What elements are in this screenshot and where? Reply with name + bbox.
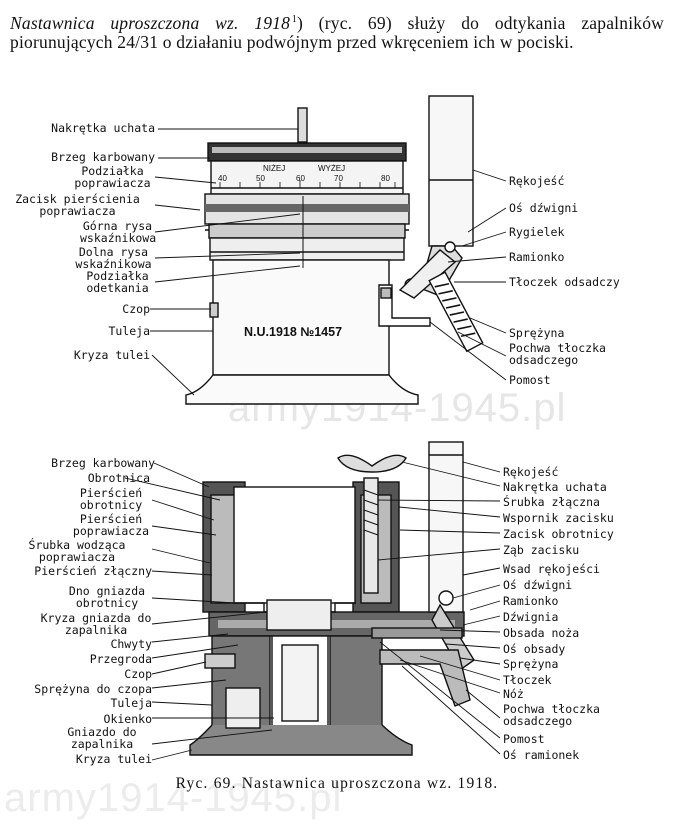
label-ramionko-2: Ramionko [503, 594, 559, 608]
label-czop-2: Czop [124, 667, 152, 681]
top-leader-lines [150, 128, 507, 396]
label-ramionko: Ramionko [509, 250, 565, 264]
label-srubka-wodzaca: Śrubka wodząca poprawiacza [28, 538, 126, 564]
scale-word-higher: WYŻEJ [318, 164, 346, 173]
label-chwyty: Chwyty [110, 637, 152, 651]
label-kryza-tulei-2: Kryza tulei [75, 752, 152, 766]
label-os-dzwigni-2: Oś dźwigni [503, 578, 573, 592]
label-zacisk-pierscienia: Zacisk pierścienia poprawiacza [15, 192, 140, 218]
label-wsad-rekojesci: Wsad rękojeści [503, 562, 600, 576]
label-srubka-zlaczna: Śrubka złączna [503, 495, 600, 509]
label-kryza-tulei: Kryza tulei [73, 348, 150, 362]
bottom-leader-lines [124, 461, 501, 761]
scale-number: 80 [381, 174, 390, 183]
scale-number: 40 [218, 174, 227, 183]
label-pochwa-tloczka: Pochwa tłoczka odsadczego [509, 341, 606, 367]
footnote-mark: 1 [291, 14, 297, 25]
intro-title: Nastawnica uproszczona wz. 1918 [10, 12, 291, 33]
label-sprezyna-2: Sprężyna [503, 657, 559, 671]
label-pierscien-poprawiacza: Pierścień poprawiacza [72, 512, 150, 538]
label-dolna-rysa: Dolna rysa wskaźnikowa [75, 245, 152, 271]
label-brzeg-karbowany-2: Brzeg karbowany [51, 456, 155, 470]
label-brzeg-karbowany: Brzeg karbowany [51, 150, 155, 164]
label-noz: Nóż [503, 687, 524, 701]
label-pomost: Pomost [509, 373, 551, 387]
label-czop: Czop [122, 302, 150, 316]
label-os-obsady: Oś obsady [503, 642, 566, 656]
label-tloczek-odsadczy: Tłoczek odsadczy [509, 275, 620, 289]
label-pochwa-tloczka-2: Pochwa tłoczka odsadczego [503, 702, 600, 728]
label-nakretka-uchata: Nakrętka uchata [51, 121, 155, 135]
label-rekojesc: Rękojeść [509, 174, 565, 188]
label-pomost-2: Pomost [503, 732, 545, 746]
label-sprezyna-do-czopa: Sprężyna do czopa [34, 682, 152, 696]
label-pierscien-zlaczny: Pierścień złączny [34, 564, 152, 578]
label-przegroda: Przegroda [89, 652, 152, 666]
scale-number: 60 [296, 174, 305, 183]
label-pierscien-obrotnicy: Pierścień obrotnicy [79, 486, 143, 512]
label-os-dzwigni: Oś dźwigni [509, 201, 579, 215]
label-sprezyna: Sprężyna [509, 326, 565, 340]
label-podzialka-odetkania: Podziałka odetkania [86, 269, 149, 295]
label-gorna-rysa: Górna rysa wskaźnikowa [80, 219, 157, 245]
label-rekojesc-2: Rękojeść [503, 465, 559, 479]
label-dno-gniazda: Dno gniazda obrotnicy [68, 584, 146, 610]
label-okienko: Okienko [103, 712, 152, 726]
label-os-ramionek: Oś ramionek [503, 748, 580, 762]
scale-number: 70 [334, 174, 343, 183]
scale-number: 50 [256, 174, 265, 183]
label-rygielek: Rygielek [509, 225, 565, 239]
label-nakretka-uchata-2: Nakrętka uchata [503, 480, 607, 494]
label-dzwignia: Dźwignia [503, 610, 559, 624]
label-zacisk-obrotnicy: Zacisk obrotnicy [503, 527, 614, 541]
top-device-drawing [185, 95, 484, 405]
label-zab-zacisku: Ząb zacisku [503, 543, 580, 557]
watermark-bottom: army1914-1945.pl [4, 776, 343, 820]
label-obrotnica: Obrotnica [87, 471, 150, 485]
label-tuleja: Tuleja [108, 324, 150, 338]
label-kryza-gniazda: Kryza gniazda do zapalnika [40, 611, 152, 637]
label-tloczek: Tłoczek [503, 673, 552, 687]
figure-caption: Ryc. 69. Nastawnica uproszczona wz. 1918… [175, 775, 499, 792]
intro-paragraph: Nastawnica uproszczona wz. 1918 1) (ryc.… [10, 10, 664, 52]
label-gniazdo-do-zapalnika: Gniazdo do zapalnika [67, 725, 137, 751]
bottom-device-drawing [189, 441, 475, 756]
intro-text: ) (ryc. 69) służy do odtykania zapalnikó… [10, 12, 664, 52]
scale-word-lower: NIŻEJ [263, 164, 286, 173]
label-tuleja-2: Tuleja [110, 696, 152, 710]
label-wspornik-zacisku: Wspornik zacisku [503, 511, 614, 525]
label-obsada-noza: Obsada noża [503, 626, 580, 640]
label-podzialka-poprawiacza: Podziałka poprawiacza [74, 164, 151, 190]
device-stamp: N.U.1918 №1457 [244, 325, 343, 339]
